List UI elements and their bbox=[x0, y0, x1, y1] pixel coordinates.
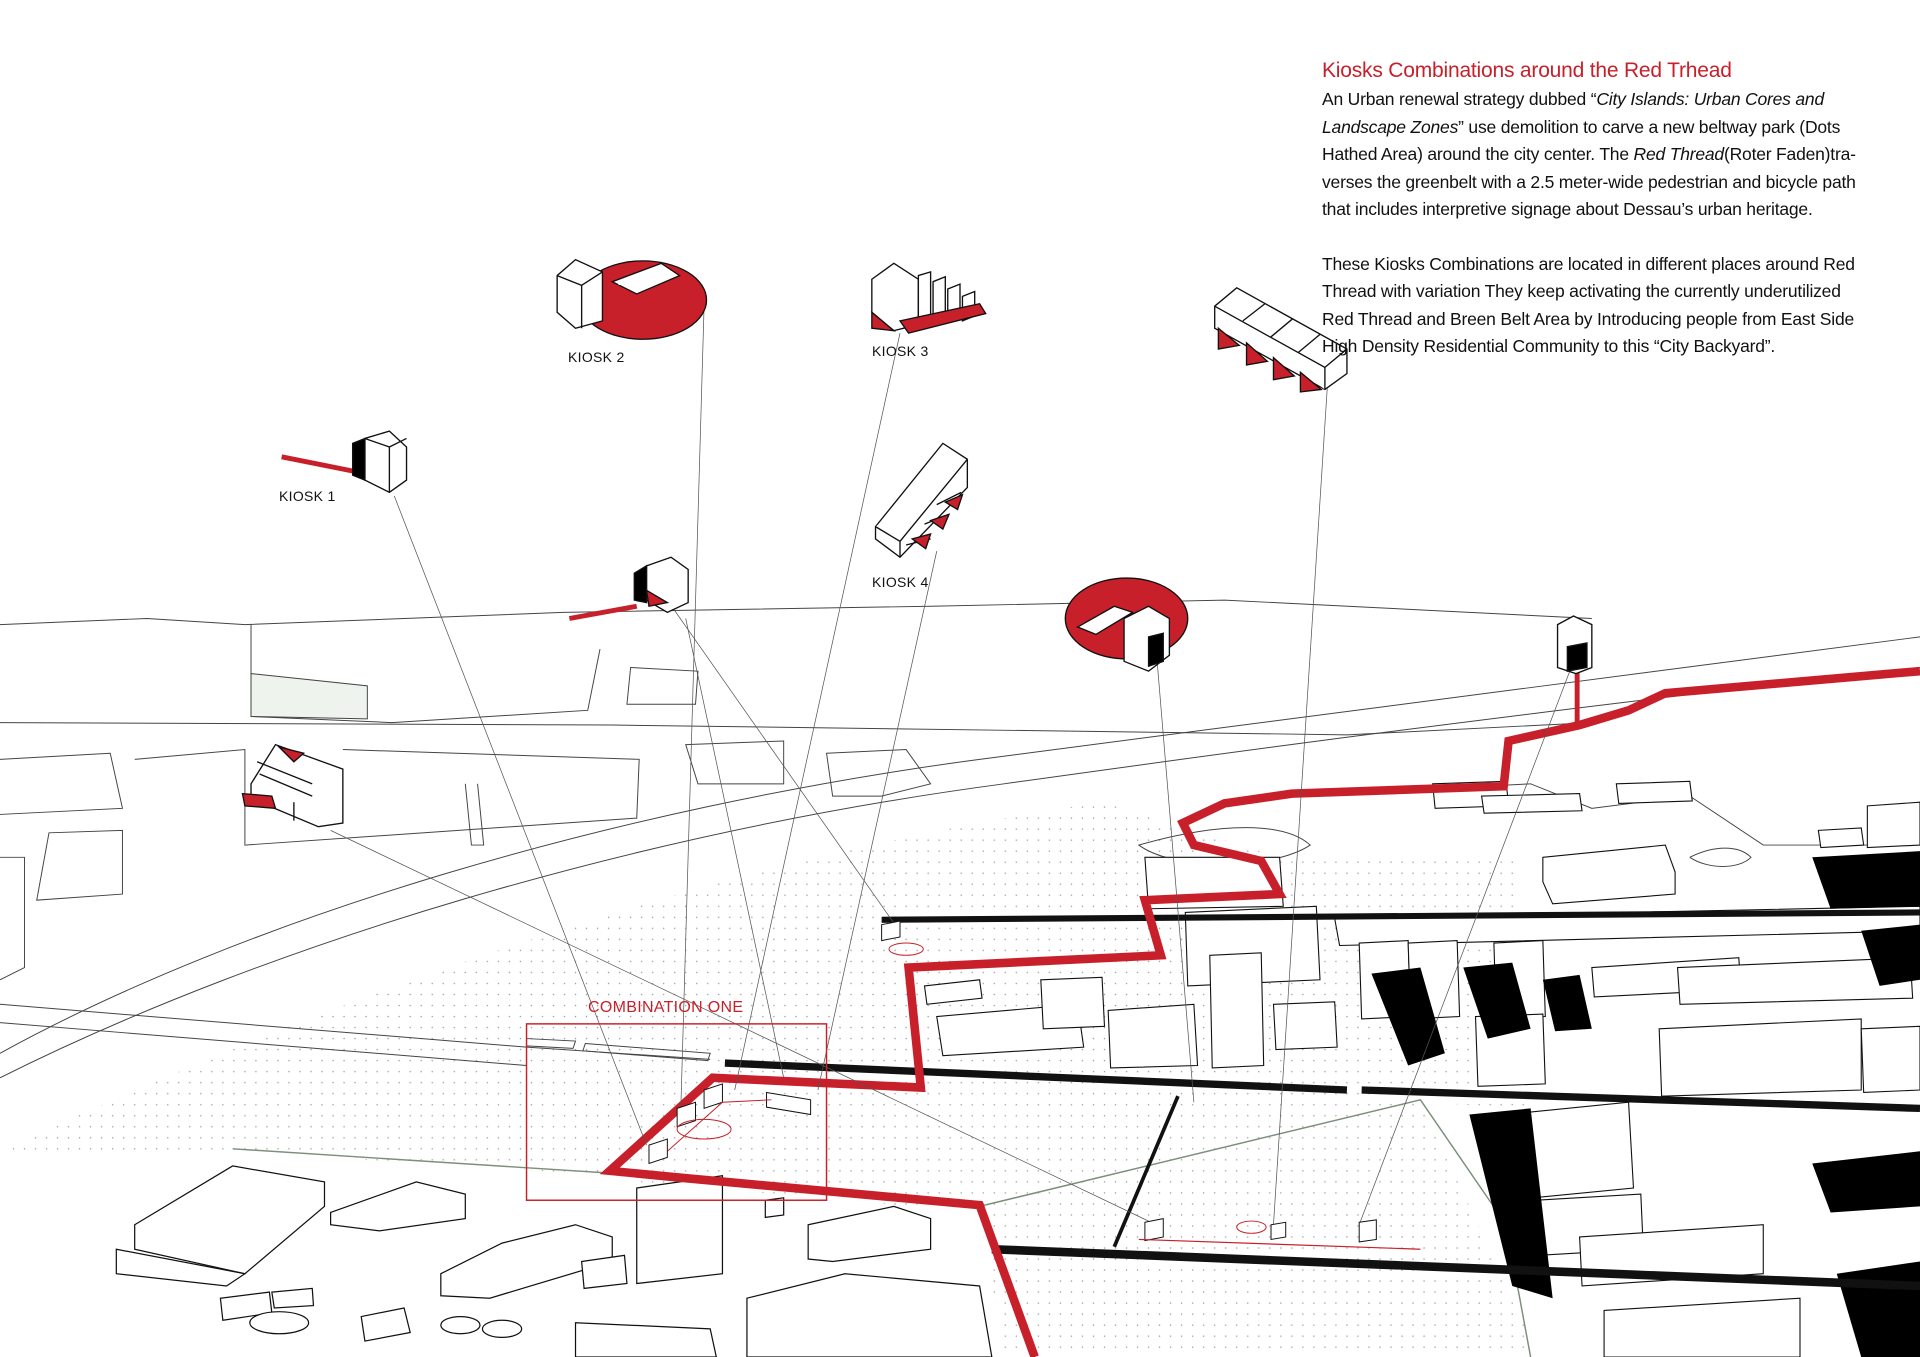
kiosk-2-variant-model bbox=[1064, 577, 1189, 672]
paragraph-kiosks: These Kiosks Combinations are located in… bbox=[1322, 251, 1920, 361]
kiosk-combination-model-four-units bbox=[1214, 286, 1348, 393]
description-panel: Kiosks Combinations around the Red Trhea… bbox=[1322, 56, 1920, 361]
paragraph-line: Hathed Area) around the city center. The… bbox=[1322, 141, 1920, 169]
text-segment: verses the greenbelt with a 2.5 meter-wi… bbox=[1322, 171, 1856, 192]
paragraph-line: High Density Residential Community to th… bbox=[1322, 336, 1776, 356]
text-segment: Red Thread bbox=[1633, 144, 1725, 164]
paragraph-line: verses the greenbelt with a 2.5 meter-wi… bbox=[1322, 169, 1920, 197]
black-roads bbox=[724, 909, 1920, 1291]
kiosk-3-label: KIOSK 3 bbox=[872, 343, 929, 359]
leader-lines bbox=[330, 306, 1574, 1225]
kiosk-1-variant-model bbox=[568, 556, 689, 621]
kiosk-4-model bbox=[874, 442, 969, 559]
kiosk-2-label: KIOSK 2 bbox=[568, 349, 625, 365]
text-segment: that includes interpretive signage about… bbox=[1322, 199, 1813, 219]
text-segment: Landscape Zones bbox=[1322, 116, 1459, 137]
text-segment: (Roter Faden)tra- bbox=[1723, 144, 1856, 164]
paragraph-line: that includes interpretive signage about… bbox=[1322, 196, 1920, 224]
buildings-south bbox=[115, 1165, 993, 1357]
paragraph-line: Landscape Zones” use demolition to carve… bbox=[1322, 114, 1920, 142]
text-segment: ” use demolition to carve a new beltway … bbox=[1458, 116, 1841, 137]
paragraph-line: An Urban renewal strategy dubbed “City I… bbox=[1322, 86, 1920, 114]
black-shadow-blocks bbox=[1371, 851, 1920, 1357]
paragraph-line: Thread with variation They keep activati… bbox=[1322, 281, 1841, 301]
combination-one-frame bbox=[525, 1023, 828, 1201]
kiosk-wall-model bbox=[241, 743, 344, 828]
combination-one-label: COMBINATION ONE bbox=[588, 999, 744, 1016]
text-segment: Hathed Area) around the city center. The bbox=[1322, 144, 1634, 164]
paragraph-line: These Kiosks Combinations are located in… bbox=[1322, 253, 1855, 274]
paragraph-line: Red Thread and Breen Belt Area by Introd… bbox=[1322, 308, 1855, 329]
kiosk-3-model bbox=[871, 262, 987, 334]
panel-title: Kiosks Combinations around the Red Trhea… bbox=[1322, 59, 1732, 82]
kiosk-1-label: KIOSK 1 bbox=[279, 488, 336, 504]
kiosk-1-model bbox=[281, 430, 408, 494]
text-segment: City Islands: Urban Cores and bbox=[1596, 89, 1824, 109]
kiosk-tower-model bbox=[1556, 615, 1593, 675]
text-segment: An Urban renewal strategy dubbed “ bbox=[1322, 89, 1597, 109]
paragraph-red-thread: An Urban renewal strategy dubbed “City I… bbox=[1322, 86, 1920, 224]
kiosk-4-label: KIOSK 4 bbox=[872, 574, 929, 590]
kiosk-2-model bbox=[556, 258, 708, 340]
map-kiosk-placements bbox=[648, 920, 1421, 1250]
